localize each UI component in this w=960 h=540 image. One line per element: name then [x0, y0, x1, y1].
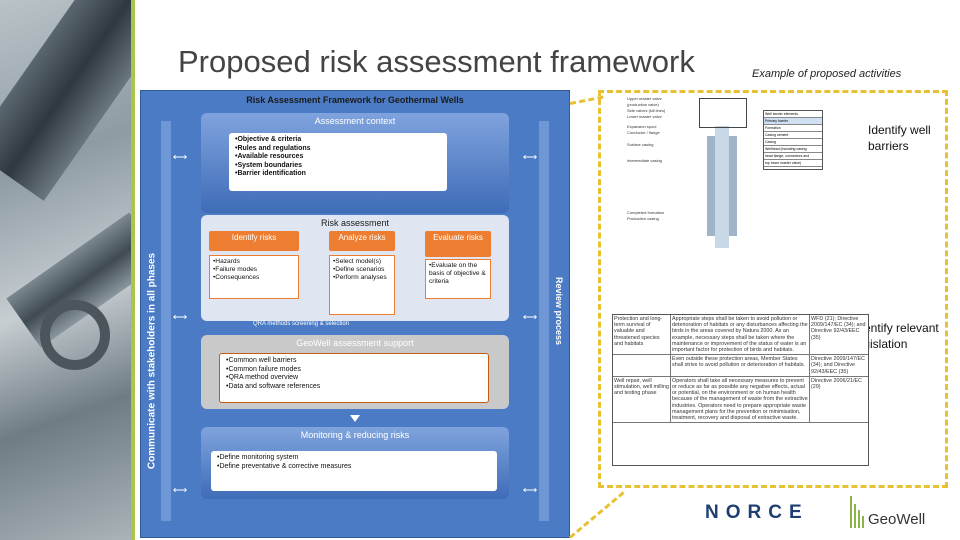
double-arrow-icon: ⟷: [522, 152, 538, 163]
evaluate-risks-list: •Evaluate on the basis of objective & cr…: [425, 259, 491, 299]
identify-barriers-label: Identify well barriers: [868, 123, 931, 153]
left-communication-bar: [161, 121, 171, 521]
qra-label: QRA methods screening & selection: [253, 321, 350, 327]
accent-line: [131, 0, 135, 540]
review-label: Review process: [554, 276, 564, 346]
table-row: Well repair, well stimulation, well mill…: [613, 376, 868, 424]
double-arrow-icon: ⟷: [172, 312, 188, 323]
flange-shape: [40, 300, 110, 370]
wellhead-valves: [699, 98, 747, 128]
analyze-risks-heading: Analyze risks: [329, 231, 395, 251]
analyze-risks-list: •Select model(s) •Define scenarios •Perf…: [329, 255, 395, 315]
identify-risks-heading: Identify risks: [209, 231, 299, 251]
support-section: GeoWell assessment support •Common well …: [201, 335, 509, 409]
support-list: •Common well barriers •Common failure mo…: [219, 353, 489, 403]
callout-guide-line: [569, 491, 625, 539]
identify-risks-list: •Hazards •Failure modes •Consequences: [209, 255, 299, 299]
risk-assessment-section: Risk assessment Identify risks •Hazards …: [201, 215, 509, 321]
section-heading: Assessment context: [314, 116, 396, 126]
evaluate-risks-heading: Evaluate risks: [425, 231, 491, 257]
context-list: •Objective & criteria •Rules and regulat…: [229, 133, 447, 191]
barrier-table: Well barrier elements Primary barrier Fo…: [763, 110, 823, 170]
legislation-table: Protection and long-term survival of val…: [612, 314, 869, 466]
double-arrow-icon: ⟷: [522, 485, 538, 496]
geowell-bars-icon: [850, 496, 864, 528]
identify-legislation-label: Identify relevant legislation: [854, 321, 939, 351]
arrow-down-icon: [350, 415, 360, 422]
monitoring-list: •Define monitoring system •Define preven…: [211, 451, 497, 491]
communicate-label: Communicate with stakeholders in all pha…: [146, 252, 158, 470]
double-arrow-icon: ⟷: [172, 152, 188, 163]
background-photo: [0, 0, 135, 540]
example-callout-frame: [598, 90, 948, 488]
double-arrow-icon: ⟷: [522, 312, 538, 323]
well-barrier-diagram: Upper master valve (production valve) Si…: [627, 96, 827, 248]
table-row: Even outside these protection areas, Mem…: [613, 355, 868, 377]
example-label: Example of proposed activities: [752, 68, 902, 80]
inner-casing: [715, 126, 729, 248]
slide-title: Proposed risk assessment framework: [178, 44, 695, 79]
assessment-context-section: Assessment context •Objective & criteria…: [201, 113, 509, 213]
section-heading: Monitoring & reducing risks: [300, 430, 410, 440]
well-labels: Upper master valve (production valve) Si…: [627, 96, 666, 221]
framework-panel: Risk Assessment Framework for Geothermal…: [140, 90, 570, 538]
section-heading: Risk assessment: [320, 218, 390, 228]
double-arrow-icon: ⟷: [172, 485, 188, 496]
table-row: Protection and long-term survival of val…: [613, 315, 868, 356]
norce-logo: NORCE: [705, 502, 809, 523]
monitoring-section: Monitoring & reducing risks •Define moni…: [201, 427, 509, 499]
framework-title: Risk Assessment Framework for Geothermal…: [246, 95, 464, 105]
right-review-bar: [539, 121, 549, 521]
section-heading: GeoWell assessment support: [296, 338, 414, 348]
pipe-shape: [0, 0, 135, 201]
